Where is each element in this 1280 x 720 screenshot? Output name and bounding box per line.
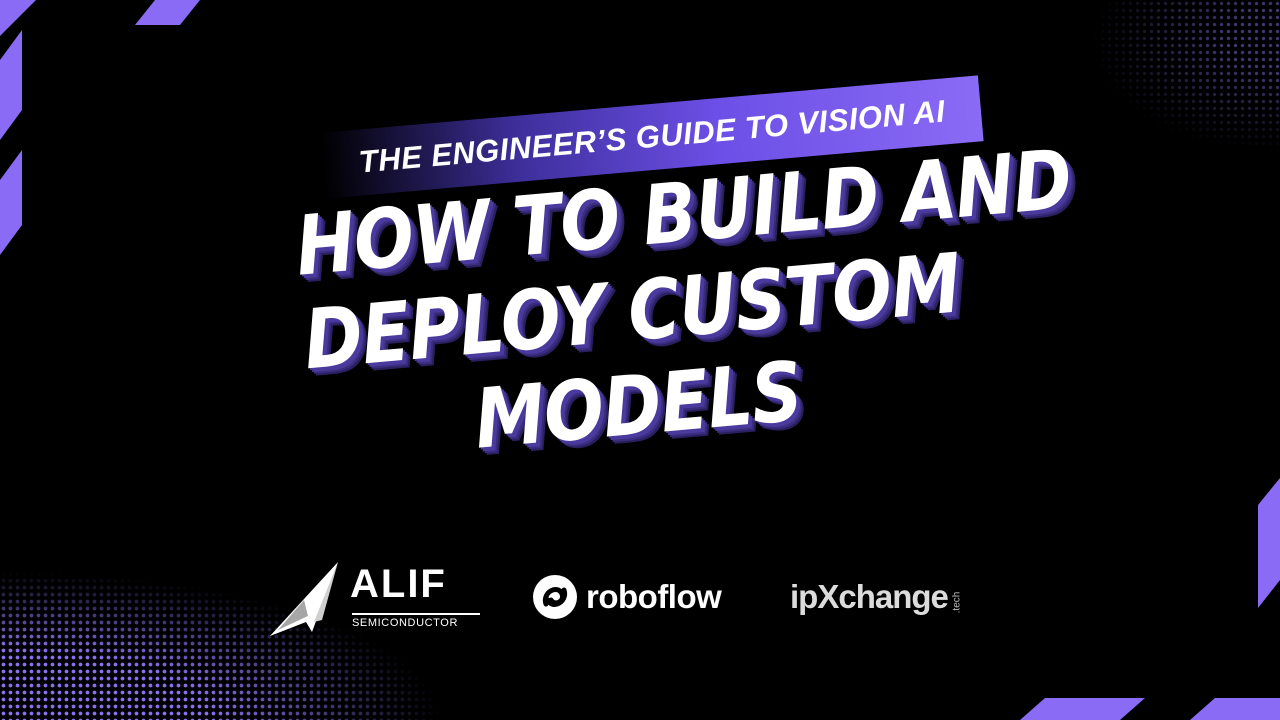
roboflow-name: roboflow [586,578,722,615]
alif-logo: ALIF SEMICONDUCTOR [266,560,486,640]
halftone-dots-top-right [980,0,1280,200]
ipxchange-name: ipXchange [790,578,949,615]
alif-arrow-logo-icon [270,562,338,636]
alif-divider [352,613,480,615]
ipxchange-logo: ipXchange .tech [790,573,968,621]
roboflow-logo: roboflow [532,573,722,621]
alif-subtitle: SEMICONDUCTOR [352,617,458,629]
partner-logos: ALIF SEMICONDUCTOR roboflow ipXchange .t… [0,555,1280,645]
roboflow-swirl-logo-icon [533,575,577,619]
corner-stripes-top-left [0,0,200,255]
ipxchange-suffix: .tech [951,591,963,613]
alif-name: ALIF [350,562,447,606]
corner-stripes-bottom-right [1020,478,1280,720]
